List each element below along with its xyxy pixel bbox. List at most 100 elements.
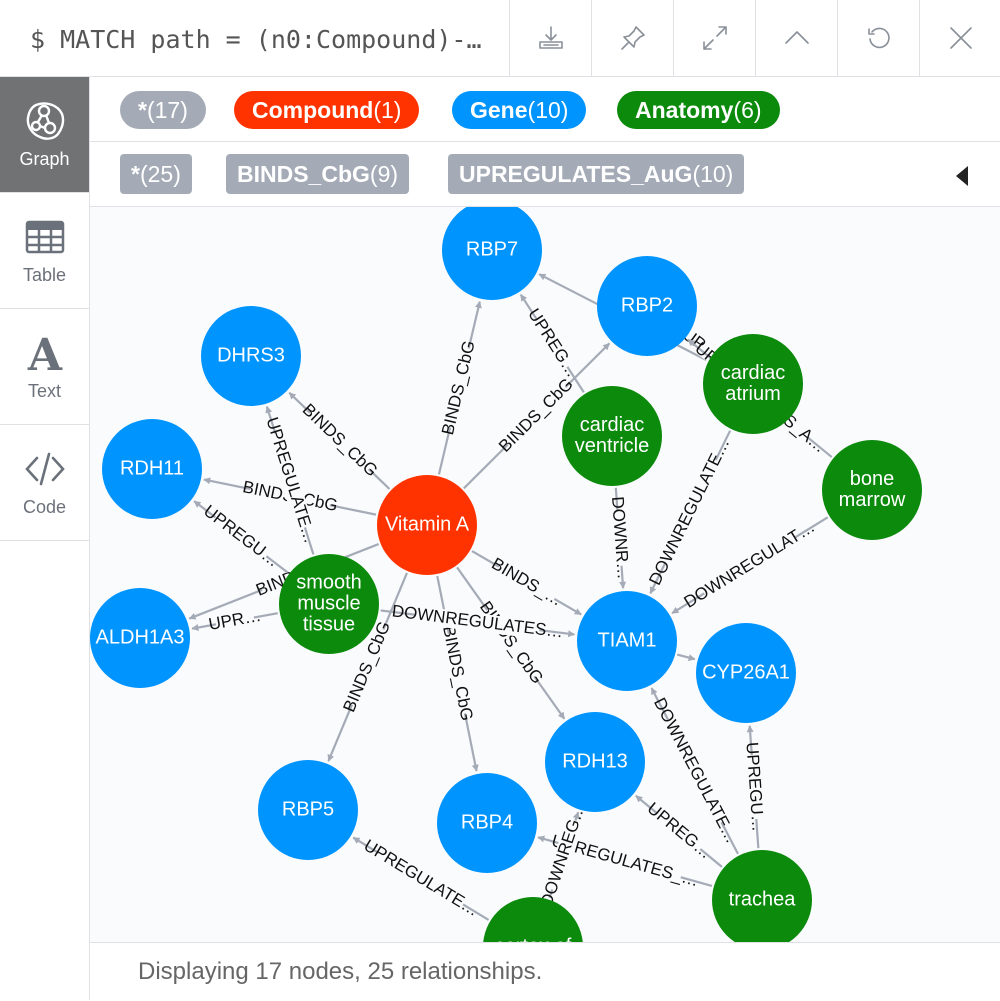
graph-node-trachea[interactable]: trachea <box>712 850 812 942</box>
node-circle[interactable] <box>696 623 796 723</box>
relationship-label-bg <box>683 329 718 362</box>
node-caption: smooth <box>296 571 362 593</box>
legend-label-all[interactable]: *(17) <box>120 91 206 129</box>
node-caption: RBP4 <box>461 811 513 833</box>
graph-node-rbp7[interactable]: RBP7 <box>442 207 542 300</box>
relationship-label-bg <box>494 558 559 607</box>
rerun-button[interactable] <box>837 0 919 76</box>
node-circle[interactable] <box>577 591 677 691</box>
sidebar-item-code[interactable]: Code <box>0 425 89 541</box>
relationship-label-bg <box>608 509 631 567</box>
graph-svg[interactable]: BINDS_CbGBINDS_CbGBINDS_CbGBINDS_CbGBIND… <box>90 207 1000 942</box>
node-caption: cardiac <box>580 414 644 436</box>
graph-node-cyp26a1[interactable]: CYP26A1 <box>696 623 796 723</box>
node-caption: RBP2 <box>621 294 673 316</box>
graph-node-dhrs3[interactable]: DHRS3 <box>201 306 301 406</box>
collapse-legend-icon[interactable] <box>956 166 968 186</box>
node-circle[interactable] <box>442 207 542 300</box>
sidebar-item-table[interactable]: Table <box>0 193 89 309</box>
sidebar-item-text[interactable]: A Text <box>0 309 89 425</box>
node-circle[interactable] <box>703 334 803 434</box>
relationship-label-bg <box>266 430 314 531</box>
relationship-label-bg <box>214 608 256 634</box>
graph-node-rdh13[interactable]: RDH13 <box>545 712 645 812</box>
graph-canvas[interactable]: BINDS_CbGBINDS_CbGBINDS_CbGBINDS_CbGBIND… <box>90 207 1000 942</box>
node-circle[interactable] <box>102 419 202 519</box>
legend-label-anatomy[interactable]: Anatomy(6) <box>617 91 780 129</box>
legend-rel-upregulates[interactable]: UPREGULATES_AuG(10) <box>448 154 745 194</box>
node-caption: cortex of <box>495 935 572 942</box>
graph-node-tiam1[interactable]: TIAM1 <box>577 591 677 691</box>
legend-rel-binds[interactable]: BINDS_CbG(9) <box>226 154 410 194</box>
node-caption: tissue <box>303 613 355 635</box>
view-sidebar: Graph Table A Text Code <box>0 77 90 1000</box>
relationship-label-bg <box>440 631 474 716</box>
relationship-label: UPREGU… <box>742 742 767 833</box>
sidebar-item-label: Table <box>22 265 67 285</box>
node-circle[interactable] <box>712 850 812 942</box>
node-caption: trachea <box>729 888 797 910</box>
node-caption: RBP5 <box>282 798 334 820</box>
node-circle[interactable] <box>822 440 922 540</box>
node-caption: bone <box>850 468 895 490</box>
node-caption: Vitamin A <box>385 513 470 535</box>
legend-rel-all[interactable]: *(25) <box>120 154 192 194</box>
relationship-label-bg <box>659 715 730 827</box>
node-circle[interactable] <box>437 773 537 873</box>
status-bar: Displaying 17 nodes, 25 relationships. <box>90 942 1000 1001</box>
graph-node-rbp5[interactable]: RBP5 <box>258 760 358 860</box>
relationship-label: DOWNR… <box>608 496 633 580</box>
status-text: Displaying 17 nodes, 25 relationships. <box>138 958 543 985</box>
graph-node-cortex[interactable]: cortex of <box>483 897 583 942</box>
relationship-label-bg <box>441 346 478 430</box>
node-caption: RDH13 <box>562 750 628 772</box>
close-button[interactable] <box>919 0 1000 76</box>
node-circle[interactable] <box>545 712 645 812</box>
node-circle[interactable] <box>597 256 697 356</box>
relationship-label-bg <box>414 605 541 640</box>
node-circle[interactable] <box>201 306 301 406</box>
download-button[interactable] <box>509 0 591 76</box>
relationship-label-bg <box>742 754 766 820</box>
node-circle[interactable] <box>377 475 477 575</box>
node-circle[interactable] <box>562 386 662 486</box>
node-caption: ventricle <box>575 435 649 457</box>
graph-node-rbp4[interactable]: RBP4 <box>437 773 537 873</box>
relationship-label: BINDS_CbG <box>299 400 382 480</box>
legend-label-compound[interactable]: Compound(1) <box>234 91 420 129</box>
node-caption: ALDH1A3 <box>96 626 185 648</box>
relationship-label-bg <box>374 845 468 913</box>
legend-label-gene[interactable]: Gene(10) <box>452 91 587 129</box>
node-circle[interactable] <box>483 897 583 942</box>
relationship-label-bg <box>209 510 272 564</box>
relationship-legend: *(25) BINDS_CbG(9) UPREGULATES_AuG(10) <box>90 142 1000 207</box>
query-text[interactable]: $ MATCH path = (n0:Compound)-… <box>30 25 482 54</box>
sidebar-item-graph[interactable]: Graph <box>0 77 89 193</box>
graph-node-rdh11[interactable]: RDH11 <box>102 419 202 519</box>
table-icon <box>23 215 67 259</box>
relationship-edge[interactable] <box>676 653 696 661</box>
node-caption: cardiac <box>721 362 785 384</box>
graph-node-vita[interactable]: Vitamin A <box>377 475 477 575</box>
relationship-label-bg <box>501 380 572 451</box>
collapse-button[interactable] <box>755 0 837 76</box>
graph-node-rbp2[interactable]: RBP2 <box>597 256 697 356</box>
relationship-label-bg <box>529 315 575 372</box>
pin-button[interactable] <box>591 0 673 76</box>
node-circle[interactable] <box>279 554 379 654</box>
relationship-label: BINDS_CbG <box>438 339 479 437</box>
relationship-label: UPREGU… <box>200 501 283 571</box>
node-label-legend: *(17) Compound(1) Gene(10) Anatomy(6) <box>90 77 1000 142</box>
relationship-label-bg <box>303 406 375 476</box>
node-circle[interactable] <box>258 760 358 860</box>
node-caption: CYP26A1 <box>702 661 790 683</box>
graph-node-aldh1a3[interactable]: ALDH1A3 <box>90 588 190 688</box>
expand-icon <box>702 26 727 50</box>
relationship-label: UPREGULATE… <box>262 415 319 546</box>
node-circle[interactable] <box>90 588 190 688</box>
fullscreen-button[interactable] <box>673 0 755 76</box>
